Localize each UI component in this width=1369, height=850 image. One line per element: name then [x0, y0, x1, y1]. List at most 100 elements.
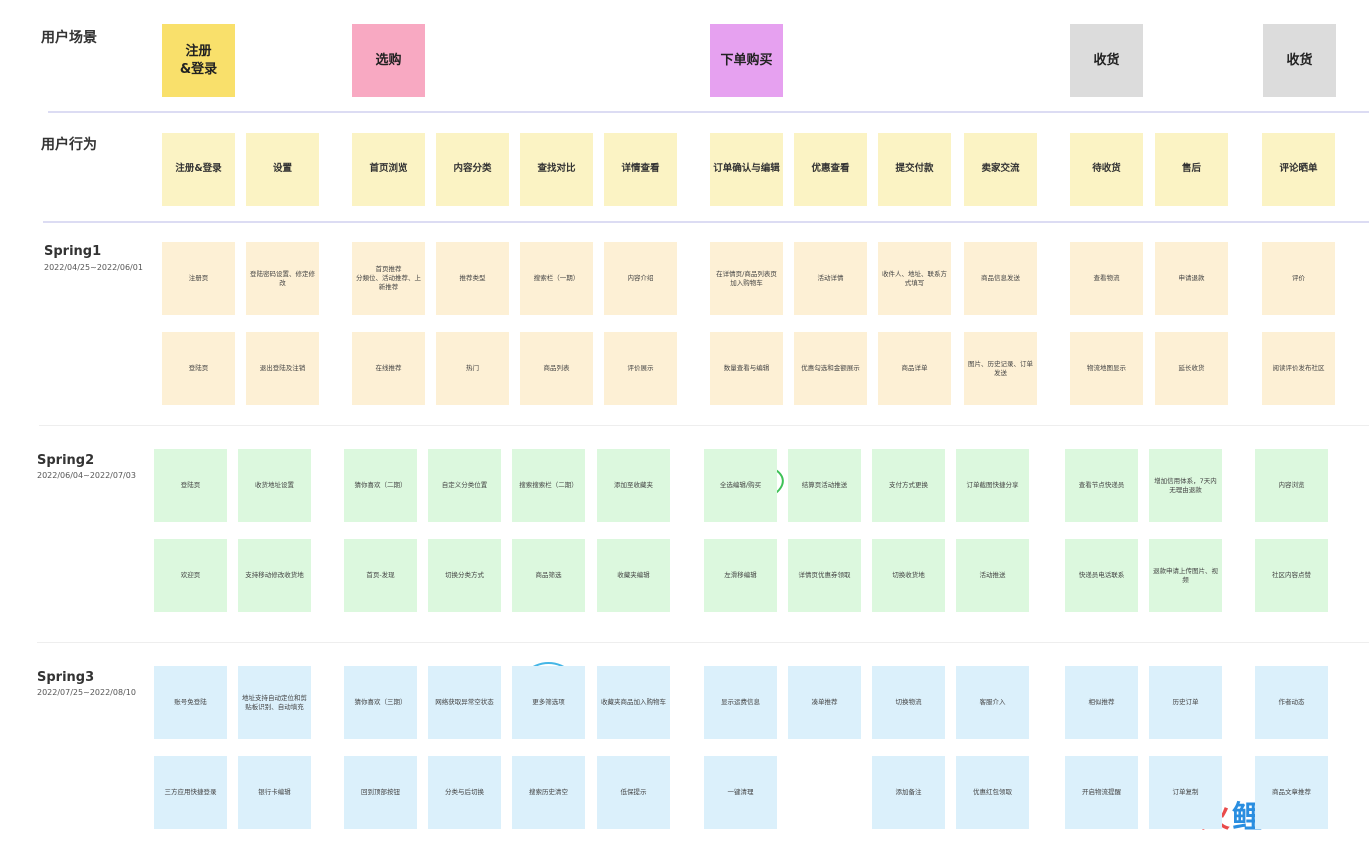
- behavior-sticky-7[interactable]: 优惠查看: [794, 133, 867, 206]
- spring3-task-r1-c4[interactable]: 搜索历史清空: [512, 756, 585, 829]
- spring3-task-r0-c11[interactable]: 历史订单: [1149, 666, 1222, 739]
- spring3-task-r0-c9[interactable]: 客服介入: [956, 666, 1029, 739]
- spring1-task-r1-c2[interactable]: 在线推荐: [352, 332, 425, 405]
- spring2-task-r0-c4[interactable]: 搜索搜索栏（二期）: [512, 449, 585, 522]
- spring1-task-r0-c3[interactable]: 推荐类型: [436, 242, 509, 315]
- spring3-task-r1-c8[interactable]: 添加备注: [872, 756, 945, 829]
- scene-sticky-0[interactable]: 注册 &登录: [162, 24, 235, 97]
- spring1-task-r1-c10[interactable]: 物流地图显示: [1070, 332, 1143, 405]
- spring3-task-r1-c11[interactable]: 订单复制: [1149, 756, 1222, 829]
- spring2-task-r1-c5[interactable]: 收藏夹编辑: [597, 539, 670, 612]
- spring1-task-r0-c10[interactable]: 查看物流: [1070, 242, 1143, 315]
- spring2-task-r1-c11[interactable]: 退款申请上传图片、视频: [1149, 539, 1222, 612]
- row-label-behavior: 用户行为: [41, 137, 97, 153]
- spring3-task-r0-c5[interactable]: 收藏夹商品加入购物车: [597, 666, 670, 739]
- behavior-sticky-2[interactable]: 首页浏览: [352, 133, 425, 206]
- spring2-task-r1-c9[interactable]: 活动推送: [956, 539, 1029, 612]
- spring3-task-r0-c1[interactable]: 地址支持自动定位和剪贴板识别、自动填充: [238, 666, 311, 739]
- spring2-task-r1-c7[interactable]: 详情页优惠券领取: [788, 539, 861, 612]
- spring2-task-r0-c5[interactable]: 添加至收藏夹: [597, 449, 670, 522]
- spring1-task-r0-c2[interactable]: 首页推荐 分類位、活动推荐、上新推荐: [352, 242, 425, 315]
- spring3-task-r1-c0[interactable]: 三方应用快捷登录: [154, 756, 227, 829]
- behavior-sticky-5[interactable]: 详情查看: [604, 133, 677, 206]
- spring2-task-r0-c12[interactable]: 内容浏览: [1255, 449, 1328, 522]
- spring2-task-r1-c2[interactable]: 首页-发现: [344, 539, 417, 612]
- spring1-task-r1-c4[interactable]: 商品列表: [520, 332, 593, 405]
- spring3-task-r0-c8[interactable]: 切换物流: [872, 666, 945, 739]
- spring2-task-r0-c7[interactable]: 结算页活动推送: [788, 449, 861, 522]
- spring3-task-r0-c12[interactable]: 作者动态: [1255, 666, 1328, 739]
- spring1-task-r1-c5[interactable]: 评价展示: [604, 332, 677, 405]
- spring2-task-r1-c4[interactable]: 商品筛选: [512, 539, 585, 612]
- behavior-sticky-6[interactable]: 订单确认与编辑: [710, 133, 783, 206]
- spring1-task-r1-c11[interactable]: 延长收货: [1155, 332, 1228, 405]
- scene-sticky-1[interactable]: 选购: [352, 24, 425, 97]
- spring2-task-r0-c1[interactable]: 收货地址设置: [238, 449, 311, 522]
- spring2-task-r0-c10[interactable]: 查看节点快递员: [1065, 449, 1138, 522]
- spring2-date: 2022/06/04~2022/07/03: [37, 471, 136, 480]
- spring2-task-r0-c2[interactable]: 猜你喜欢（二期）: [344, 449, 417, 522]
- behavior-sticky-12[interactable]: 评论晒单: [1262, 133, 1335, 206]
- spring3-task-r1-c1[interactable]: 银行卡编辑: [238, 756, 311, 829]
- spring3-task-r0-c0[interactable]: 账号免登陆: [154, 666, 227, 739]
- spring3-task-r0-c7[interactable]: 凑单推荐: [788, 666, 861, 739]
- spring3-task-r1-c2[interactable]: 回到顶部按钮: [344, 756, 417, 829]
- spring2-task-r1-c12[interactable]: 社区内容点赞: [1255, 539, 1328, 612]
- behavior-sticky-10[interactable]: 待收货: [1070, 133, 1143, 206]
- spring1-task-r1-c6[interactable]: 数量查看与编辑: [710, 332, 783, 405]
- spring2-task-r0-c3[interactable]: 自定义分类位置: [428, 449, 501, 522]
- spring2-task-r1-c10[interactable]: 快递员电话联系: [1065, 539, 1138, 612]
- spring2-title: Spring2: [37, 453, 95, 468]
- spring3-task-r1-c9[interactable]: 优惠红包领取: [956, 756, 1029, 829]
- behavior-sticky-9[interactable]: 卖家交流: [964, 133, 1037, 206]
- spring2-task-r0-c8[interactable]: 支付方式更换: [872, 449, 945, 522]
- spring2-task-r1-c3[interactable]: 切换分类方式: [428, 539, 501, 612]
- scene-sticky-2[interactable]: 下单购买: [710, 24, 783, 97]
- scene-sticky-4[interactable]: 收货: [1263, 24, 1336, 97]
- spring2-task-r0-c0[interactable]: 登陆页: [154, 449, 227, 522]
- spring3-task-r1-c3[interactable]: 分类与后切换: [428, 756, 501, 829]
- spring2-task-r0-c9[interactable]: 订单截图快捷分享: [956, 449, 1029, 522]
- spring3-task-r1-c10[interactable]: 开启物流提醒: [1065, 756, 1138, 829]
- spring1-task-r0-c4[interactable]: 搜索栏（一期）: [520, 242, 593, 315]
- spring1-task-r0-c1[interactable]: 登陆密码设置、修定修改: [246, 242, 319, 315]
- spring2-task-r1-c1[interactable]: 支持移动修改收货地: [238, 539, 311, 612]
- spring1-task-r0-c8[interactable]: 收件人、地址、联系方式填写: [878, 242, 951, 315]
- spring2-task-r1-c8[interactable]: 切换收货地: [872, 539, 945, 612]
- behavior-sticky-11[interactable]: 售后: [1155, 133, 1228, 206]
- spring1-task-r1-c7[interactable]: 优惠勾选和金额展示: [794, 332, 867, 405]
- spring1-task-r1-c8[interactable]: 商品详单: [878, 332, 951, 405]
- spring3-task-r1-c5[interactable]: 低保提示: [597, 756, 670, 829]
- spring2-task-r0-c6[interactable]: 全选编辑/购买: [704, 449, 777, 522]
- spring1-task-r0-c9[interactable]: 商品信息发送: [964, 242, 1037, 315]
- spring3-task-r0-c2[interactable]: 猜你喜欢（三期）: [344, 666, 417, 739]
- spring1-task-r1-c9[interactable]: 图片、历史记录、订单发送: [964, 332, 1037, 405]
- spring1-task-r1-c12[interactable]: 阅读评价发布社区: [1262, 332, 1335, 405]
- spring2-task-r1-c0[interactable]: 欢迎页: [154, 539, 227, 612]
- scene-sticky-3[interactable]: 收货: [1070, 24, 1143, 97]
- behavior-sticky-3[interactable]: 内容分类: [436, 133, 509, 206]
- spring1-task-r0-c7[interactable]: 活动详情: [794, 242, 867, 315]
- behavior-sticky-8[interactable]: 提交付款: [878, 133, 951, 206]
- spring1-task-r1-c1[interactable]: 退出登陆及注销: [246, 332, 319, 405]
- spring1-task-r0-c5[interactable]: 内容介绍: [604, 242, 677, 315]
- behavior-sticky-1[interactable]: 设置: [246, 133, 319, 206]
- divider-line: [37, 642, 1369, 643]
- spring2-task-r0-c11[interactable]: 增加信用体系，7天内无理由退款: [1149, 449, 1222, 522]
- spring1-task-r1-c0[interactable]: 登陆页: [162, 332, 235, 405]
- spring3-task-r1-c6[interactable]: 一键清理: [704, 756, 777, 829]
- spring3-task-r0-c4[interactable]: 更多筛选项: [512, 666, 585, 739]
- spring3-task-r0-c3[interactable]: 网络获取异常空状态: [428, 666, 501, 739]
- behavior-sticky-0[interactable]: 注册&登录: [162, 133, 235, 206]
- spring3-task-r1-c12[interactable]: 商品文章推荐: [1255, 756, 1328, 829]
- spring3-task-r0-c6[interactable]: 显示运费信息: [704, 666, 777, 739]
- spring1-task-r0-c0[interactable]: 注册页: [162, 242, 235, 315]
- spring2-task-r1-c6[interactable]: 左滑移编辑: [704, 539, 777, 612]
- spring1-task-r0-c6[interactable]: 在详情页/商品列表页 加入购物车: [710, 242, 783, 315]
- spring3-task-r0-c10[interactable]: 相似推荐: [1065, 666, 1138, 739]
- spring1-task-r0-c11[interactable]: 申请退款: [1155, 242, 1228, 315]
- spring3-date: 2022/07/25~2022/08/10: [37, 688, 136, 697]
- behavior-sticky-4[interactable]: 查找对比: [520, 133, 593, 206]
- spring1-task-r0-c12[interactable]: 评价: [1262, 242, 1335, 315]
- spring1-task-r1-c3[interactable]: 热门: [436, 332, 509, 405]
